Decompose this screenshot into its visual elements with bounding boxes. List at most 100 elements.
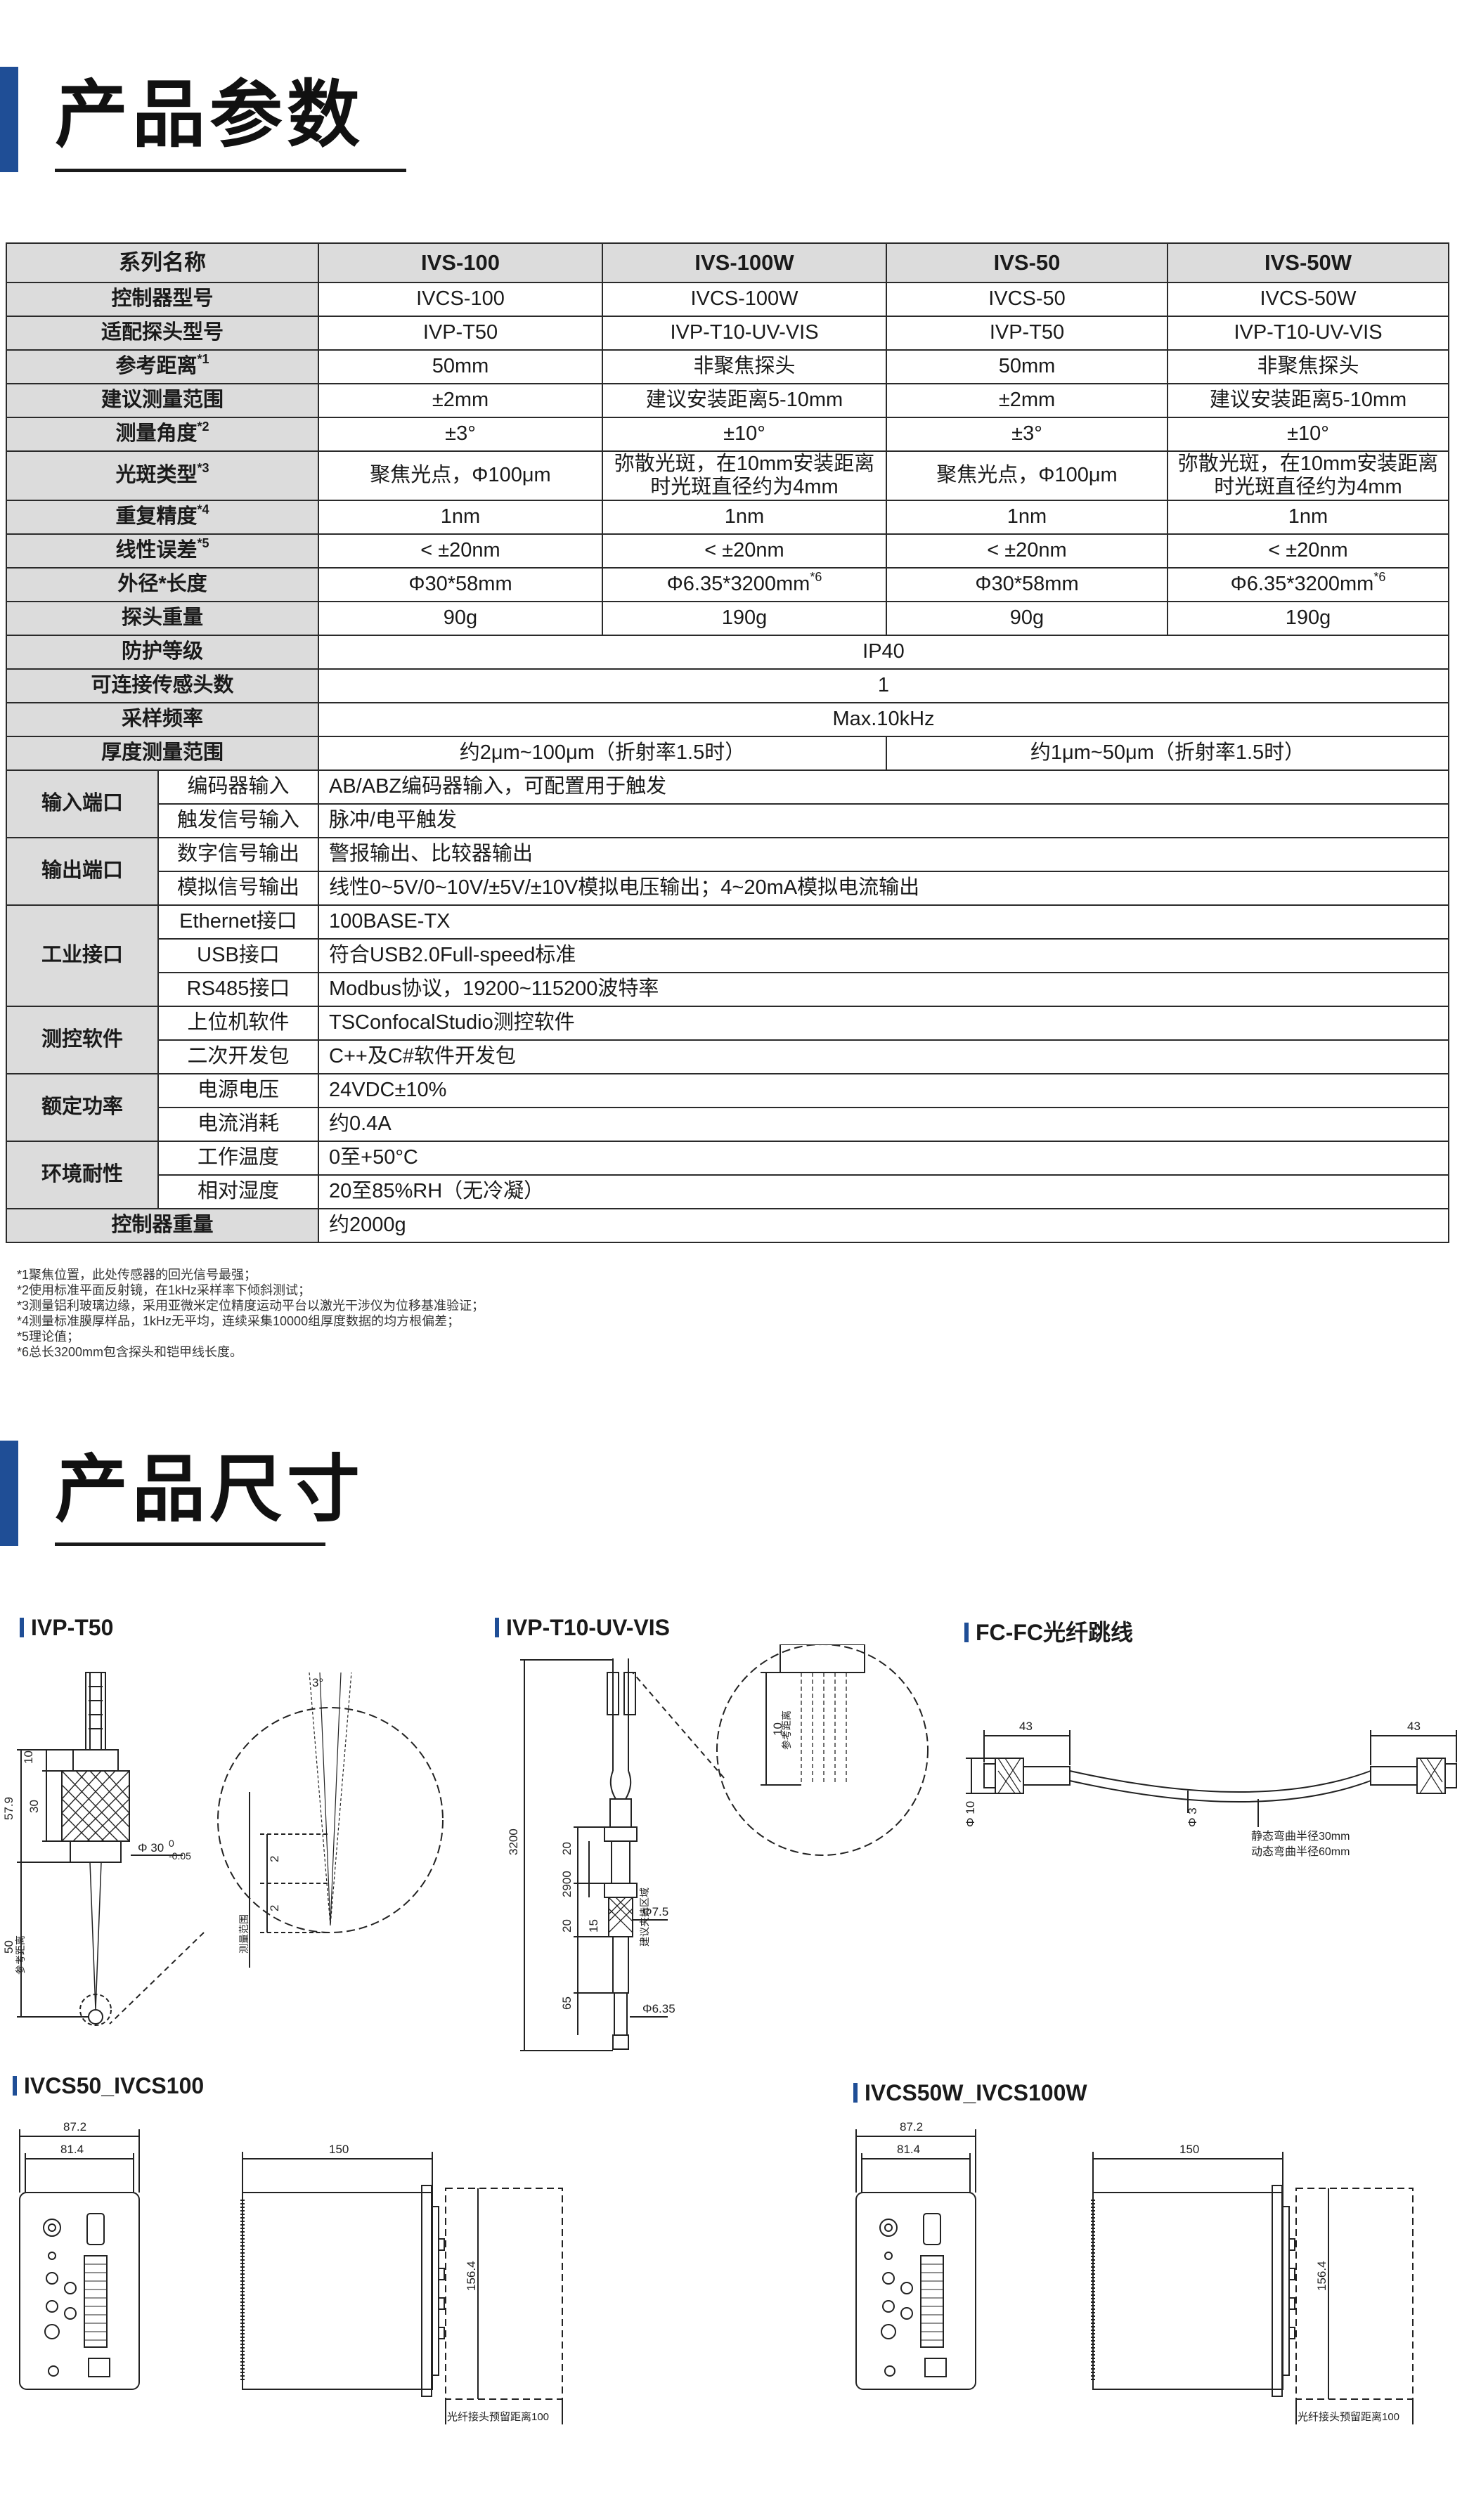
dim-label: 测量范围	[238, 1914, 250, 1954]
cell-text: 采样频率	[121, 708, 203, 731]
section-accent-bar	[0, 67, 18, 172]
table-row: 模拟信号输出线性0~5V/0~10V/±5V/±10V模拟电压输出；4~20mA…	[6, 871, 1449, 906]
cell-text: Φ6.35*3200mm	[1230, 573, 1374, 596]
cell-text: 触发信号输入	[176, 809, 299, 832]
sub-label: 模拟信号输出	[157, 871, 319, 906]
header-cell: IVS-50	[886, 242, 1168, 283]
cell-text: IVP-T50	[989, 321, 1065, 344]
table-cell: IP40	[318, 635, 1449, 670]
table-cell: IVCS-50	[886, 282, 1168, 317]
dim-label: 87.2	[63, 2120, 86, 2133]
cell-text: 环境耐性	[41, 1163, 123, 1186]
table-cell: 90g	[318, 601, 603, 636]
sub-label: 电流消耗	[157, 1107, 319, 1142]
dim-label: 3200	[507, 1829, 520, 1855]
footnote-marker: *6	[810, 570, 822, 585]
table-cell: Φ30*58mm	[318, 567, 603, 602]
row-label: 参考距离*1	[6, 349, 319, 384]
table-row: 测量角度*2±3°±10°±3°±10°	[6, 417, 1449, 452]
dim-label: 光纤接头预留距离100	[1298, 2411, 1399, 2423]
dim-label: 30	[27, 1800, 41, 1813]
row-label: 适配探头型号	[6, 316, 319, 351]
dim-label: 57.9	[2, 1797, 15, 1820]
cell-text: IVCS-100	[416, 287, 505, 311]
dim-label: 150	[329, 2143, 349, 2156]
dim-label: 20	[560, 1842, 574, 1855]
table-cell: ±3°	[886, 417, 1168, 452]
cell-text: 相对湿度	[197, 1180, 279, 1203]
table-cell: Modbus协议，19200~115200波特率	[318, 972, 1449, 1007]
dim-label: 静态弯曲半径30mm	[1251, 1830, 1350, 1843]
dim-label: Φ6.35	[642, 2002, 675, 2015]
cell-text: 弥散光斑，在10mm安装距离时光斑直径约为4mm	[1177, 452, 1439, 498]
section-underline	[55, 169, 406, 172]
sub-label: 工作温度	[157, 1141, 319, 1176]
table-row: 电流消耗约0.4A	[6, 1107, 1449, 1142]
table-cell: ±10°	[1167, 417, 1449, 452]
table-cell: 50mm	[318, 349, 603, 384]
dim-label: 15	[587, 1919, 600, 1933]
cell-text: < ±20nm	[987, 539, 1067, 562]
sub-label: 编码器输入	[157, 769, 319, 805]
table-cell: 约0.4A	[318, 1107, 1449, 1142]
cell-text: 190g	[721, 606, 768, 630]
table-cell: IVP-T50	[886, 316, 1168, 351]
dim-label: 2900	[560, 1871, 574, 1897]
footnote-line: *4测量标准膜厚样品，1kHz无平均，连续采集10000组厚度数据的均方根偏差；	[17, 1314, 460, 1328]
table-cell: 非聚焦探头	[602, 349, 887, 384]
cell-text: 适配探头型号	[101, 321, 224, 344]
sub-label: Ethernet接口	[157, 904, 319, 940]
table-row: USB接口符合USB2.0Full-speed标准	[6, 938, 1449, 973]
table-cell: 聚焦光点，Φ100μm	[886, 450, 1168, 501]
table-cell: 约2000g	[318, 1208, 1449, 1243]
dim-label: 10	[771, 1722, 784, 1736]
ivcs50-drawing: 87.2 81.4 150 156.4 光纤接头预留距离100	[19, 2120, 563, 2424]
header-cell: IVS-50W	[1167, 242, 1449, 283]
table-row: 相对湿度 20至85%RH（无冷凝）	[6, 1174, 1449, 1209]
cell-text: 非聚焦探头	[693, 355, 796, 378]
cell-text: 控制器型号	[111, 287, 214, 311]
footnote-marker: *5	[197, 536, 209, 551]
table-cell: C++及C#软件开发包	[318, 1039, 1449, 1074]
row-label: 控制器重量	[6, 1208, 319, 1243]
table-cell: < ±20nm	[318, 533, 603, 569]
cell-text: IVS-50W	[1264, 250, 1352, 275]
table-row: 触发信号输入脉冲/电平触发	[6, 803, 1449, 838]
cell-text: 聚焦光点，Φ100μm	[936, 464, 1118, 487]
dim-label: 20	[560, 1919, 574, 1933]
table-cell: 聚焦光点，Φ100μm	[318, 450, 603, 501]
row-label: 可连接传感头数	[6, 668, 319, 703]
table-cell: 50mm	[886, 349, 1168, 384]
cell-text: 50mm	[432, 355, 489, 378]
cell-text: 非聚焦探头	[1257, 355, 1359, 378]
table-cell: 20至85%RH（无冷凝）	[318, 1174, 1449, 1209]
table-row: 厚度测量范围约2μm~100μm（折射率1.5时）约1μm~50μm（折射率1.…	[6, 736, 1449, 771]
table-row: 控制器重量约2000g	[6, 1208, 1449, 1243]
drawing-title-ivcs50: IVCS50_IVCS100	[13, 2073, 204, 2099]
table-cell: IVP-T10-UV-VIS	[1167, 316, 1449, 351]
cell-text: 100BASE-TX	[329, 910, 451, 933]
cell-text: ±3°	[1011, 422, 1042, 446]
dim-label: 50	[2, 1940, 15, 1954]
cell-text: IVCS-100W	[690, 287, 798, 311]
dim-label: 建议夹持区域	[639, 1888, 650, 1947]
cell-text: AB/ABZ编码器输入，可配置用于触发	[329, 775, 667, 798]
cell-text: 1nm	[1288, 505, 1328, 528]
cell-text: Ethernet接口	[179, 910, 297, 933]
ivcs50w-drawing: 87.2 81.4 150 156.4 光纤接头预留距离100	[855, 2120, 1414, 2424]
dim-label: 43	[1019, 1720, 1033, 1733]
cell-text: 24VDC±10%	[329, 1079, 447, 1102]
dim-label: 87.2	[900, 2120, 923, 2133]
table-cell: Φ30*58mm	[886, 567, 1168, 602]
footnote-marker: *6	[1373, 570, 1386, 585]
cell-text: 线性误差	[115, 539, 198, 562]
footnote-marker: *2	[197, 420, 209, 434]
cell-text: 约2μm~100μm（折射率1.5时）	[459, 741, 746, 765]
cell-text: 建议安装距离5-10mm	[645, 389, 843, 412]
cell-text: Modbus协议，19200~115200波特率	[329, 978, 659, 1001]
cell-text: Max.10kHz	[832, 708, 935, 731]
